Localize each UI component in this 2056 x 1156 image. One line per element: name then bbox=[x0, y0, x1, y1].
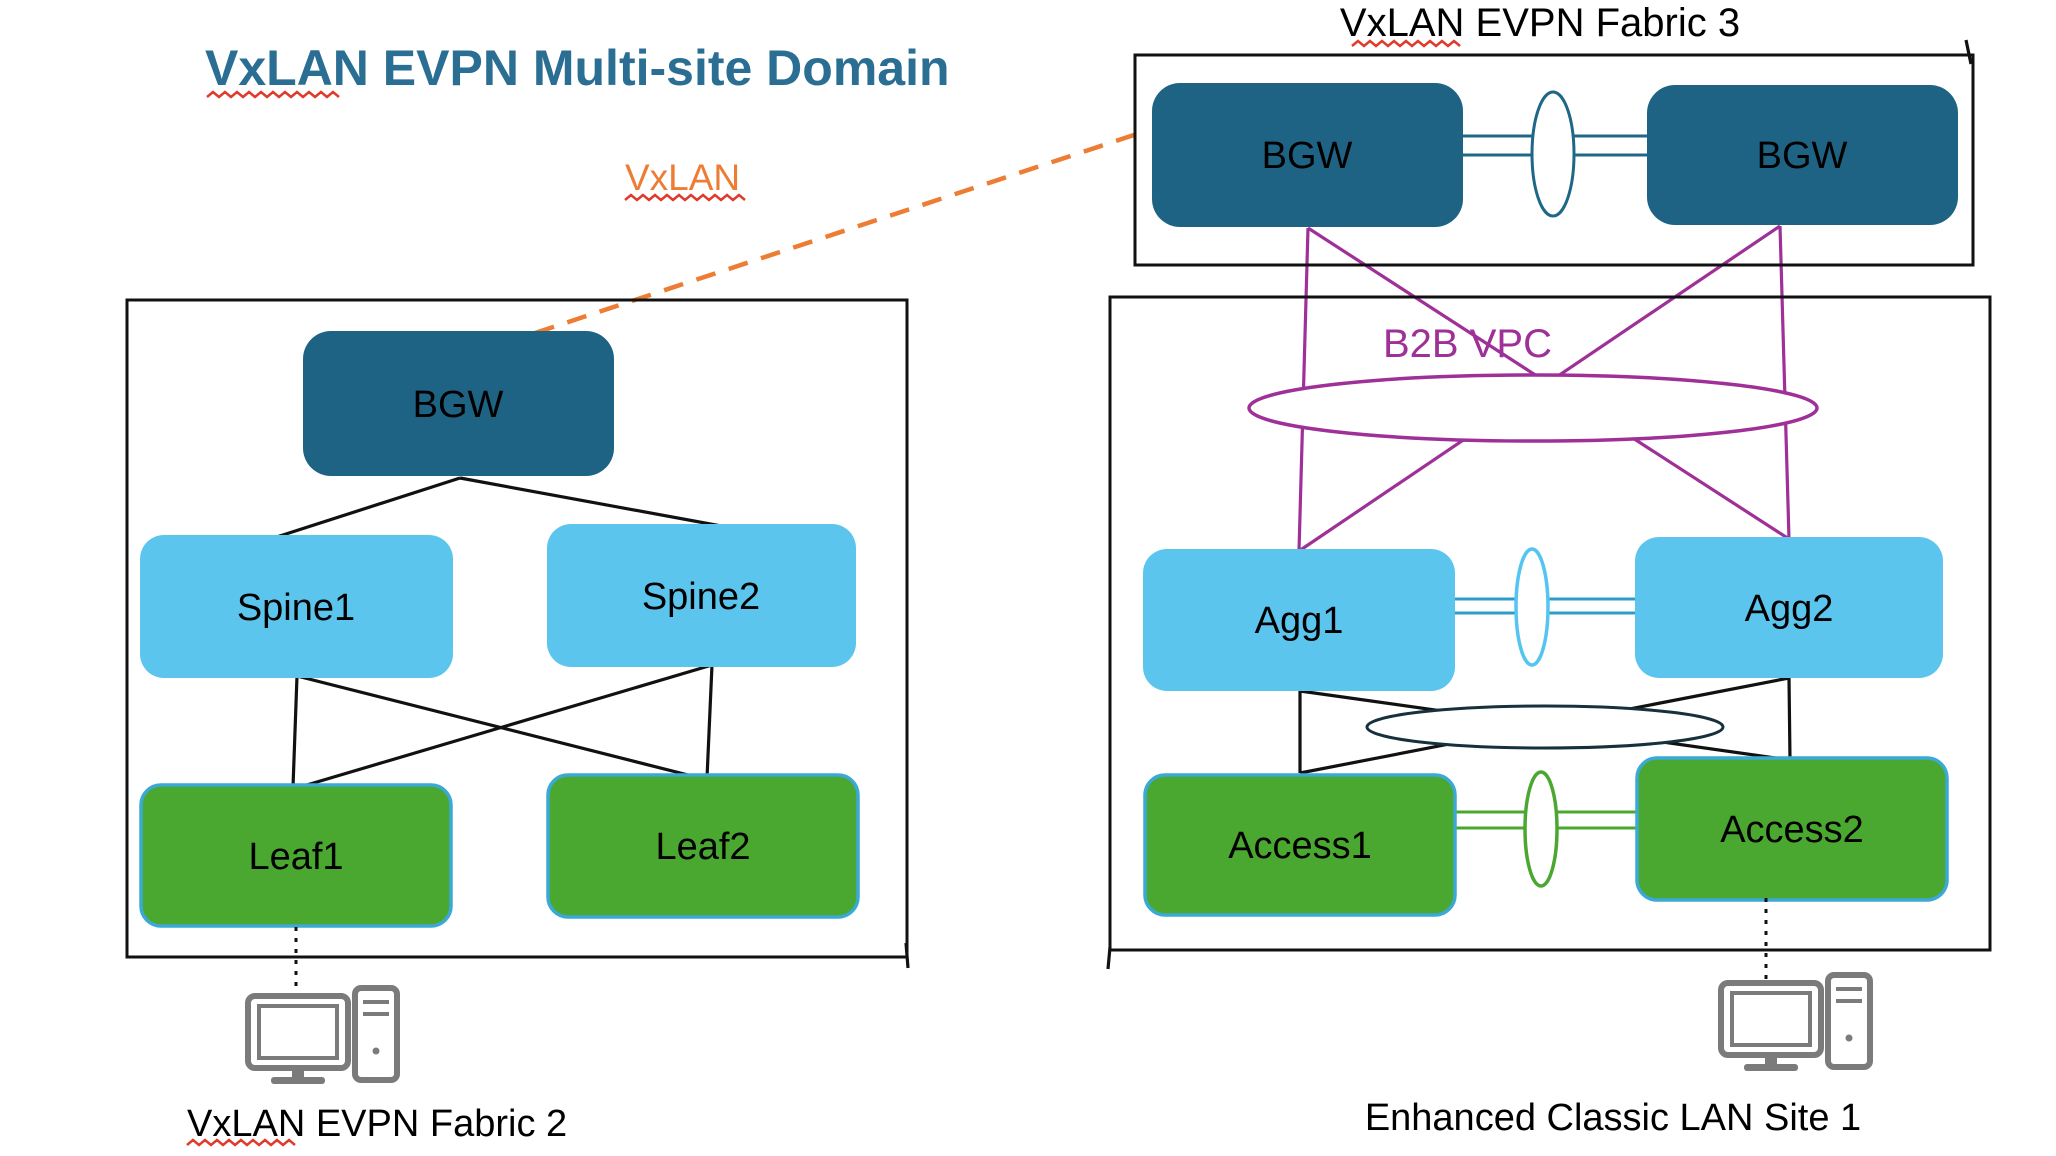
fabric3-box bbox=[1133, 53, 1975, 267]
label-spine2: Spine2 bbox=[642, 576, 760, 618]
link-spine2-leaf2 bbox=[705, 664, 714, 779]
fabric2-box bbox=[125, 298, 909, 959]
fabric3-title: VxLAN EVPN Fabric 3 bbox=[1340, 1, 1740, 45]
link-bgw2-agg2 bbox=[1778, 225, 1791, 540]
label-leaf2: Leaf2 bbox=[655, 826, 750, 868]
node-spine2 bbox=[547, 524, 856, 667]
label-leaf1: Leaf1 bbox=[248, 836, 343, 878]
computer-icon-site1 bbox=[1721, 975, 1870, 1071]
link-bgw-spine2 bbox=[459, 476, 744, 532]
label-spine1: Spine1 bbox=[237, 587, 355, 629]
fabric3-box-corner-tick bbox=[1964, 39, 1973, 65]
link-spine2-leaf1 bbox=[299, 663, 713, 789]
node-agg1 bbox=[1143, 549, 1455, 691]
link-agg2-access2 bbox=[1787, 677, 1792, 761]
vxlan-label-squiggle bbox=[624, 193, 746, 202]
label-agg2: Agg2 bbox=[1745, 588, 1834, 630]
site1-box bbox=[1108, 295, 1992, 952]
node-bgw-fabric2 bbox=[303, 331, 614, 476]
fabric2-label: VxLAN EVPN Fabric 2 bbox=[187, 1103, 567, 1145]
agg-vpc-ellipse bbox=[1514, 547, 1550, 667]
label-bgw1-fabric3: BGW bbox=[1262, 135, 1353, 177]
site1-label: Enhanced Classic LAN Site 1 bbox=[1365, 1097, 1861, 1139]
node-leaf2 bbox=[546, 773, 860, 919]
node-access2 bbox=[1635, 756, 1949, 902]
fabric3-title-squiggle bbox=[1351, 39, 1461, 48]
bgw-vpc-ellipse bbox=[1530, 90, 1576, 218]
main-title: VxLAN EVPN Multi-site Domain bbox=[205, 40, 950, 96]
label-agg1: Agg1 bbox=[1255, 600, 1344, 642]
b2b-vpc-ellipse bbox=[1247, 373, 1819, 443]
agg-peer-link bbox=[1455, 547, 1635, 667]
access-vpc-ellipse bbox=[1523, 770, 1559, 888]
label-access1: Access1 bbox=[1228, 825, 1372, 867]
computer-icon-fabric2 bbox=[248, 988, 397, 1084]
node-bgw1-fabric3 bbox=[1152, 83, 1463, 227]
node-spine1 bbox=[140, 535, 453, 678]
label-bgw2-fabric3: BGW bbox=[1757, 135, 1848, 177]
vxlan-link-label: VxLAN bbox=[625, 157, 740, 198]
node-leaf1 bbox=[139, 783, 453, 928]
label-access2: Access2 bbox=[1720, 809, 1864, 851]
fabric2-links bbox=[257, 476, 744, 789]
main-title-squiggle bbox=[206, 90, 340, 99]
site1-box-corner-tick bbox=[1106, 946, 1112, 970]
link-bgw-spine1 bbox=[257, 476, 461, 545]
peerlink-ellipse bbox=[1365, 704, 1725, 750]
node-access1 bbox=[1143, 773, 1457, 917]
b2b-vpc-label: B2B VPC bbox=[1383, 322, 1552, 366]
node-bgw2-fabric3 bbox=[1647, 85, 1958, 225]
fabric3-bgw-link bbox=[1463, 90, 1647, 218]
node-agg2 bbox=[1635, 537, 1943, 678]
access-peer-link bbox=[1455, 770, 1637, 888]
fabric2-label-squiggle bbox=[186, 1138, 296, 1147]
label-bgw-fabric2: BGW bbox=[413, 384, 504, 426]
link-spine1-leaf1 bbox=[291, 675, 299, 788]
fabric2-box-corner-tick bbox=[904, 942, 910, 969]
